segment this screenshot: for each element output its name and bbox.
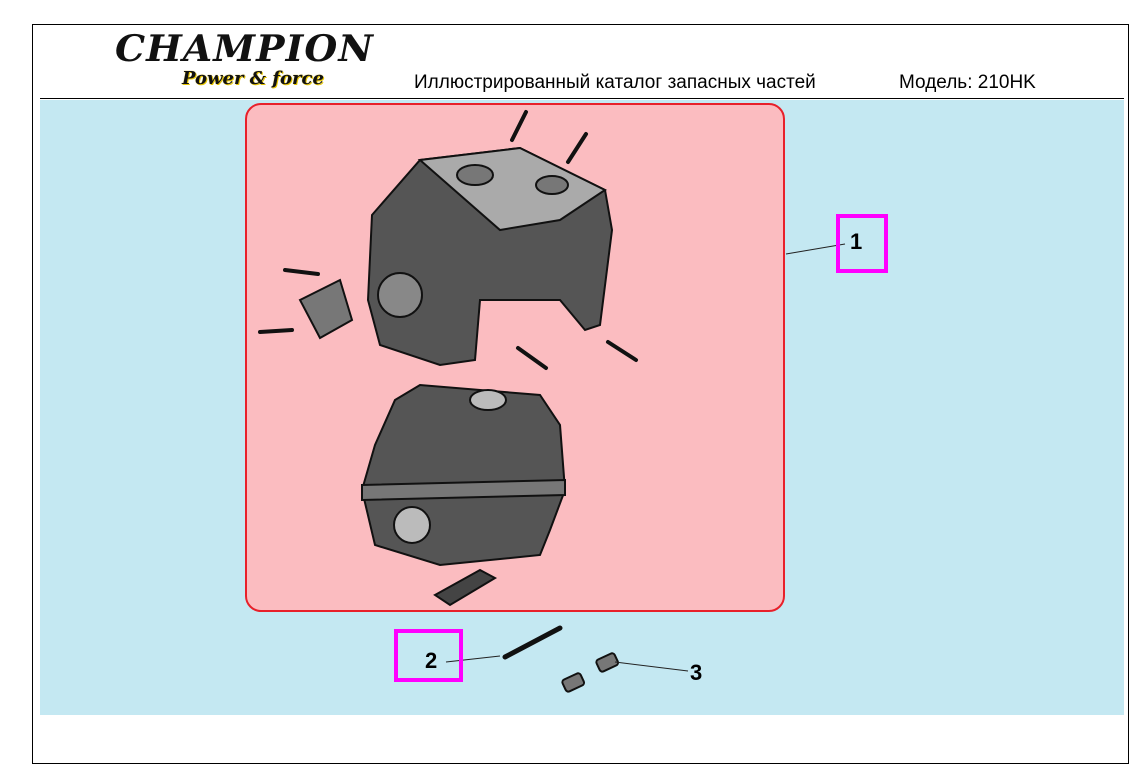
leader-line-3 [614,661,689,672]
leader-line-2 [445,655,501,663]
exploded-view-drawing [258,110,846,693]
model-label: Модель: 210HK [899,72,1036,93]
brand-name: CHAMPION [115,28,374,70]
nut [561,672,586,693]
callout-number-3: 3 [690,660,703,685]
callout-number-1: 1 [850,229,863,254]
leader-line-1 [785,243,846,255]
filter-housing [360,383,567,567]
callout-box-2 [394,629,463,682]
nut [595,652,620,673]
screws [258,110,638,370]
callout-box-1 [836,214,888,273]
champion-logo: CHAMPION Power & force [115,30,373,89]
callout-number-2: 2 [425,648,438,673]
brand-tagline: Power & force [182,68,324,89]
breather-flange [298,278,354,340]
stud [502,625,563,660]
catalog-title: Иллюстрированный каталог запасных частей [414,72,816,93]
header-divider [40,98,1124,99]
